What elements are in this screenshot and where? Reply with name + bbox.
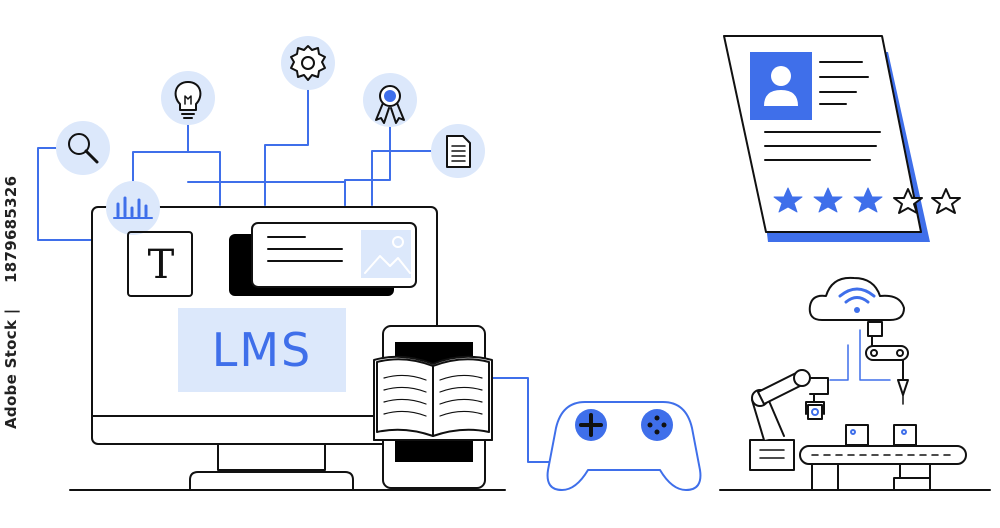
content-card (229, 222, 417, 296)
gear-icon (281, 36, 335, 90)
conveyor-belt (719, 424, 991, 491)
user-avatar-icon (750, 52, 812, 120)
lms-badge-bg (178, 308, 346, 392)
book-icon (373, 355, 493, 441)
connector-lines (37, 81, 561, 463)
lms-label: LMS (211, 323, 313, 377)
text-tool-box (127, 231, 193, 297)
robot-arm-icon (749, 369, 829, 471)
star-icon (853, 187, 883, 213)
gamepad-icon (546, 401, 702, 491)
award-ribbon-icon (363, 73, 417, 127)
star-icon (893, 188, 923, 214)
image-icon (361, 230, 411, 278)
star-icon (931, 188, 961, 214)
lightbulb-icon (161, 71, 215, 125)
vertical-stock-brand: Adobe Stock | (2, 308, 20, 429)
rating-stars (773, 187, 961, 214)
document-icon (431, 124, 485, 178)
star-icon (813, 187, 843, 213)
robot-arm-hanging (865, 321, 909, 405)
wifi-cloud-icon (808, 276, 905, 321)
signal-line (829, 344, 849, 381)
text-tool-letter: T (147, 242, 175, 288)
signal-line (859, 329, 891, 381)
vertical-stock-id: 1879685326 (2, 175, 20, 283)
star-icon (773, 187, 803, 213)
bar-chart-icon (106, 181, 160, 235)
search-icon (56, 121, 110, 175)
